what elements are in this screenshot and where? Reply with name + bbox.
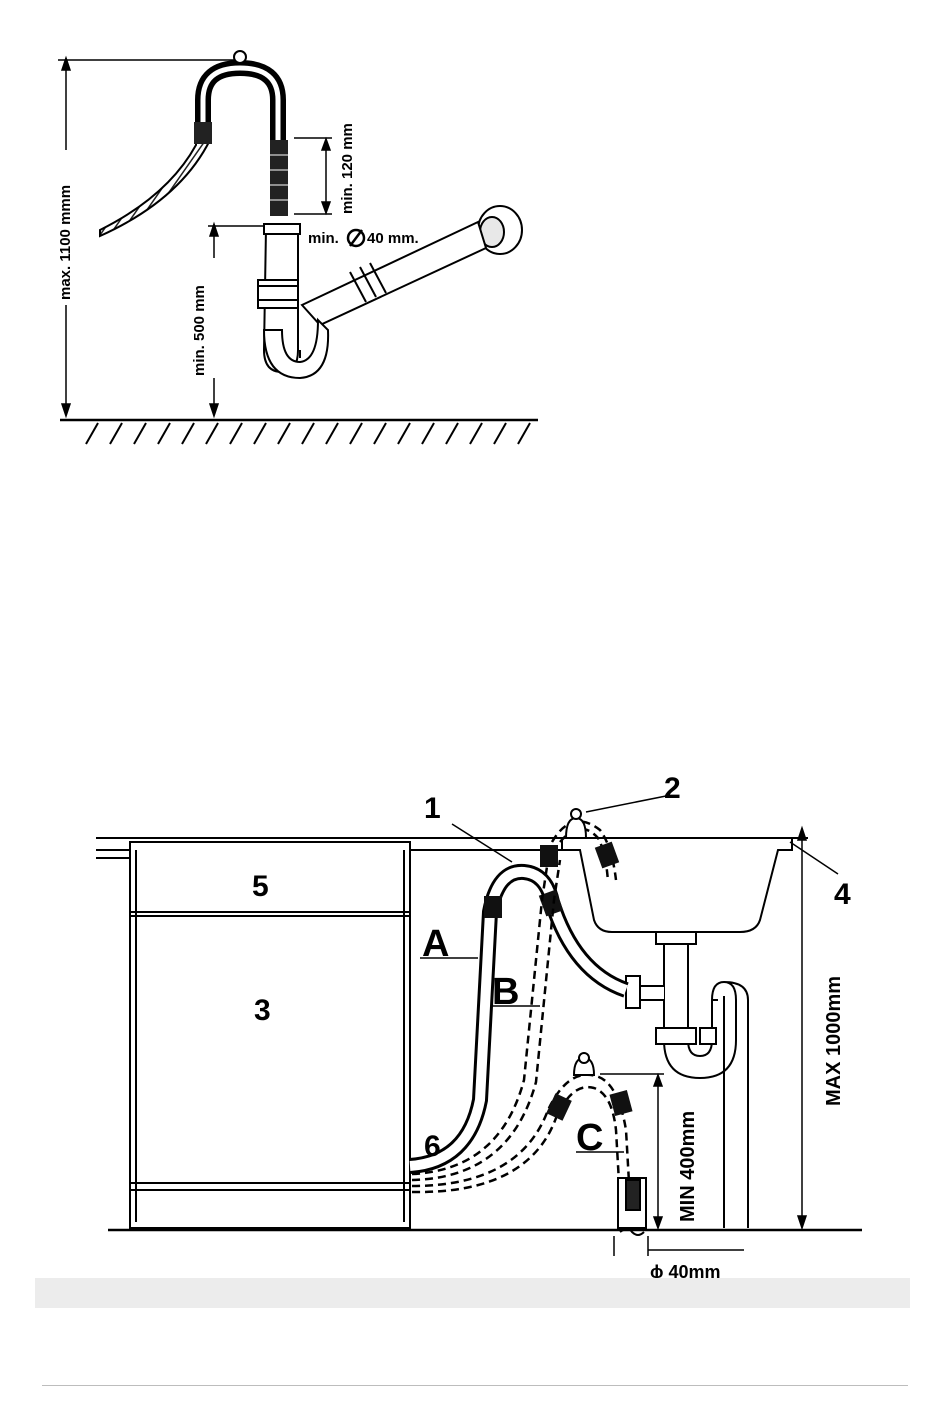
wall-drain-pipe <box>302 206 522 325</box>
gap-label: min. 120 mm <box>339 123 356 214</box>
max-1000-label: MAX 1000mm <box>823 976 845 1106</box>
max-height-label: max. 1100 mmm <box>57 185 74 300</box>
footer-band <box>35 1278 910 1308</box>
hook-low <box>574 1053 594 1075</box>
diameter-label-prefix: min. <box>308 230 339 247</box>
figure-2-under-sink-installation: MIN 400mm MAX 1000mm ϕ 40mm 1 2 3 4 5 6 … <box>96 772 862 1282</box>
callout-2: 2 <box>664 772 681 805</box>
min-400-label: MIN 400mm <box>677 1111 699 1222</box>
pipe-diameter-dimension <box>614 1236 744 1256</box>
callout-6: 6 <box>424 1130 441 1163</box>
hook-top <box>566 809 586 838</box>
option-a: A <box>422 923 449 965</box>
callout-1: 1 <box>424 792 441 825</box>
drain-hose <box>100 51 288 236</box>
option-b: B <box>492 971 519 1013</box>
max-1000-dimension <box>798 828 806 1228</box>
sink <box>562 838 792 944</box>
gap-dimension <box>294 138 332 214</box>
callout-4: 4 <box>834 878 851 911</box>
callout-3: 3 <box>254 994 271 1027</box>
callout-5: 5 <box>252 870 269 903</box>
floor-hatching <box>86 423 530 444</box>
standpipe <box>618 1178 646 1235</box>
dishwasher <box>130 842 410 1228</box>
diameter-symbol-icon <box>348 230 364 246</box>
figure-1-drain-height: max. 1100 mmm min. 500 mm min. 120 mm <box>57 51 538 444</box>
min-height-label: min. 500 mm <box>191 285 208 376</box>
footer-rule <box>42 1385 908 1386</box>
min-height-dimension <box>208 224 270 416</box>
option-c: C <box>576 1117 603 1159</box>
diameter-label-suffix: 40 mm. <box>367 230 419 247</box>
